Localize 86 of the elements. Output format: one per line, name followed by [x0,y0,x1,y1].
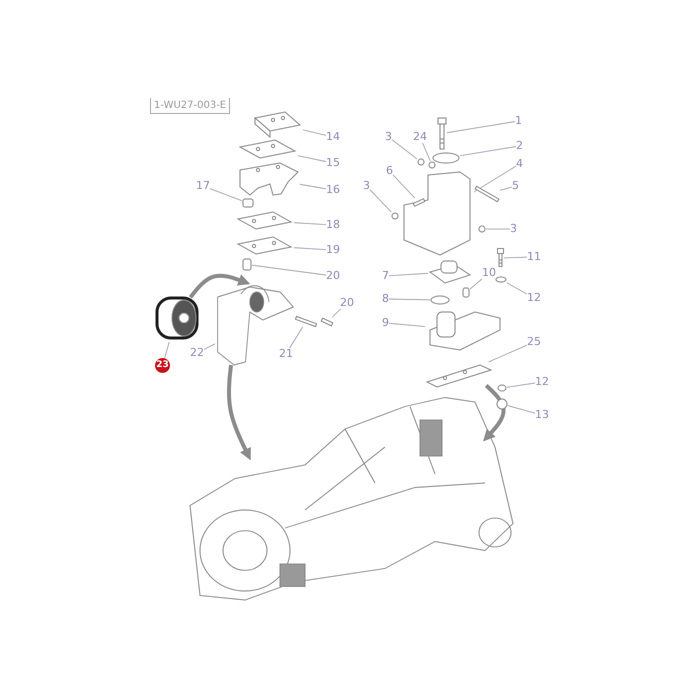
leader-line [294,247,326,250]
pin-drawing [294,316,318,327]
drawing-number: 1-WU27-003-E [150,98,230,114]
callout-number: 14 [326,131,340,143]
spacer-drawing [242,258,252,271]
leader-line [500,186,512,191]
callout-number: 8 [382,293,389,305]
leader-line [508,405,536,414]
pin-drawing [412,198,426,207]
spacer-drawing [242,198,254,208]
nut-drawing [428,161,436,169]
curved-arrow [226,364,251,460]
callout-number: 17 [196,180,210,192]
leader-line [298,155,326,162]
callout-number: 12 [535,376,549,388]
callout-number: 11 [527,251,541,263]
leader-line [164,342,170,358]
part-drawing [238,162,300,196]
callout-number: 20 [326,270,340,282]
callout-number: 24 [413,131,427,143]
leader-line [370,189,392,212]
washer-drawing [432,152,460,164]
leader-line [422,142,431,162]
leader-line [504,256,528,258]
callout-number: 1 [515,115,522,127]
leader-line [204,343,216,350]
leader-line [470,278,482,290]
callout-number: 12 [527,292,541,304]
callout-number: 16 [326,184,340,196]
leader-line [388,322,426,327]
callout-number: 5 [512,180,519,192]
leader-line [506,382,536,388]
nut-drawing [496,398,508,410]
callout-number-highlighted: 23 [155,358,170,373]
callout-number: 6 [386,165,393,177]
leader-line [392,174,416,198]
bracket-drawing [215,282,295,365]
curved-arrow [483,384,506,442]
part-drawing [425,362,493,388]
washer-drawing [495,276,507,283]
washer-drawing [430,295,450,305]
part-drawing [497,248,504,268]
leader-line [252,264,326,276]
callout-number: 9 [382,317,389,329]
nut-drawing [391,212,399,220]
part-drawing [437,117,447,150]
callout-number: 13 [535,409,549,421]
nut-drawing [417,158,425,166]
leader-line [294,222,326,225]
callout-number: 3 [385,131,392,143]
leader-line [506,282,528,294]
nut-drawing [478,225,486,233]
pin-drawing [320,317,334,327]
leader-line [392,139,418,160]
callout-number: 4 [516,158,523,170]
leader-line [486,228,510,230]
part-drawing [236,236,294,256]
callout-number: 2 [516,140,523,152]
callout-number: 19 [326,244,340,256]
leader-line [488,344,528,362]
part-drawing [253,110,303,138]
nut-drawing [497,384,507,392]
leader-line [446,121,516,134]
leader-line [332,308,342,318]
part-drawing [428,260,470,284]
spacer-drawing [462,287,470,298]
callout-number: 21 [279,348,293,360]
callout-number: 10 [482,267,496,279]
callout-number: 3 [363,180,370,192]
callout-number: 3 [510,223,517,235]
callout-number: 22 [190,347,204,359]
leader-line [460,146,516,156]
leader-line [474,166,516,192]
part-drawing [236,211,294,231]
callout-number: 15 [326,157,340,169]
callout-number: 20 [340,297,354,309]
callout-number: 18 [326,219,340,231]
curved-arrow [188,274,250,299]
leader-line [289,326,304,348]
leader-line [210,188,242,202]
leader-line [302,130,326,136]
leader-line [388,298,430,300]
leader-line [300,184,326,190]
leader-line [388,272,428,276]
callout-number: 25 [527,336,541,348]
callout-number: 7 [382,270,389,282]
